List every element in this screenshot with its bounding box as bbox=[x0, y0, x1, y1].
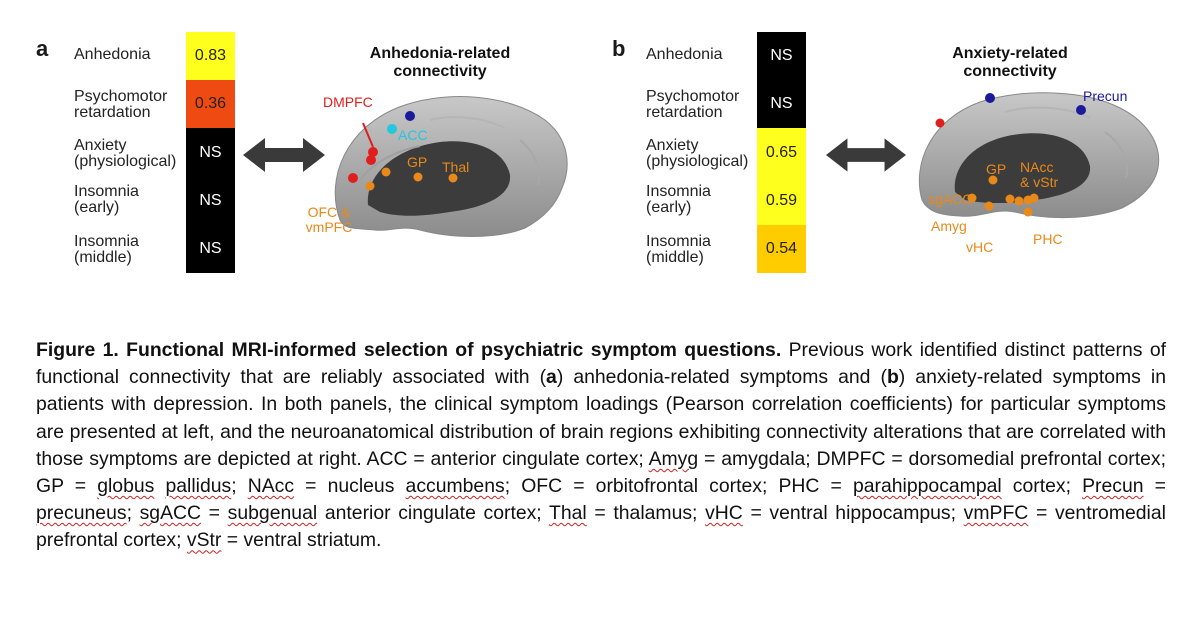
region-marker bbox=[366, 155, 376, 165]
region-marker bbox=[448, 173, 458, 183]
caption-title: Figure 1. Functional MRI-informed select… bbox=[36, 339, 782, 361]
loading-cell: 0.36 bbox=[186, 80, 235, 128]
region-label-acc: ACC bbox=[398, 127, 428, 143]
region-label-phc: PHC bbox=[1033, 231, 1063, 247]
panel-b-brain-illustration bbox=[918, 92, 1160, 219]
symptom-label: Anhedonia bbox=[646, 46, 723, 63]
region-label-thal: Thal bbox=[442, 159, 470, 175]
region-label-precun: Precun bbox=[1083, 88, 1128, 104]
region-label-amyg: Amyg bbox=[931, 218, 967, 234]
loading-cell: 0.59 bbox=[757, 177, 806, 225]
region-marker bbox=[1005, 194, 1015, 204]
double-arrow-icon bbox=[243, 138, 325, 172]
symptom-label: Insomnia(early) bbox=[74, 183, 139, 216]
region-marker bbox=[1014, 196, 1024, 206]
region-marker bbox=[387, 124, 397, 134]
region-label-sgacc: sgACC bbox=[928, 191, 973, 207]
symptom-label: Anxiety(physiological) bbox=[74, 137, 177, 170]
region-marker bbox=[988, 175, 998, 185]
figure-caption: Figure 1. Functional MRI-informed select… bbox=[36, 339, 1167, 552]
symptom-label: Insomnia(middle) bbox=[646, 233, 711, 266]
loading-cell: 0.65 bbox=[757, 128, 806, 177]
panel-a-letter: a bbox=[36, 36, 49, 61]
region-label-dmpfc: DMPFC bbox=[323, 94, 373, 110]
region-marker bbox=[413, 172, 423, 182]
region-label-vhc: vHC bbox=[966, 239, 994, 255]
region-marker bbox=[984, 201, 994, 211]
loading-cell: NS bbox=[186, 177, 235, 225]
loading-cell: 0.83 bbox=[186, 32, 235, 80]
loading-cell: NS bbox=[186, 225, 235, 273]
region-marker bbox=[967, 193, 977, 203]
region-marker bbox=[368, 147, 378, 157]
region-marker bbox=[381, 167, 391, 177]
region-marker bbox=[1023, 207, 1033, 217]
double-arrow-icon bbox=[826, 138, 906, 172]
loading-cell: NS bbox=[757, 32, 806, 80]
symptom-label: Insomnia(early) bbox=[646, 183, 711, 216]
region-label-gp: GP bbox=[986, 161, 1007, 177]
dmpfc-pointer bbox=[362, 122, 374, 148]
region-label-ofc-vmpfc: OFC &vmPFC bbox=[305, 204, 353, 235]
panel-b-letter: b bbox=[612, 36, 626, 61]
symptom-label: Insomnia(middle) bbox=[74, 233, 139, 266]
loading-cell: NS bbox=[757, 80, 806, 128]
region-marker bbox=[1029, 193, 1039, 203]
region-marker bbox=[405, 111, 415, 121]
symptom-label: Anxiety(physiological) bbox=[646, 137, 749, 170]
symptom-label: Anhedonia bbox=[74, 46, 151, 63]
region-marker bbox=[935, 118, 945, 128]
region-marker bbox=[985, 93, 995, 103]
region-marker bbox=[365, 181, 375, 191]
region-label-gp: GP bbox=[407, 154, 428, 170]
region-label-nacc-vstr: NAcc& vStr bbox=[1020, 159, 1059, 190]
loading-cell: 0.54 bbox=[757, 225, 806, 273]
loading-cell: NS bbox=[186, 128, 235, 177]
region-marker bbox=[348, 173, 358, 183]
region-marker bbox=[1076, 105, 1086, 115]
